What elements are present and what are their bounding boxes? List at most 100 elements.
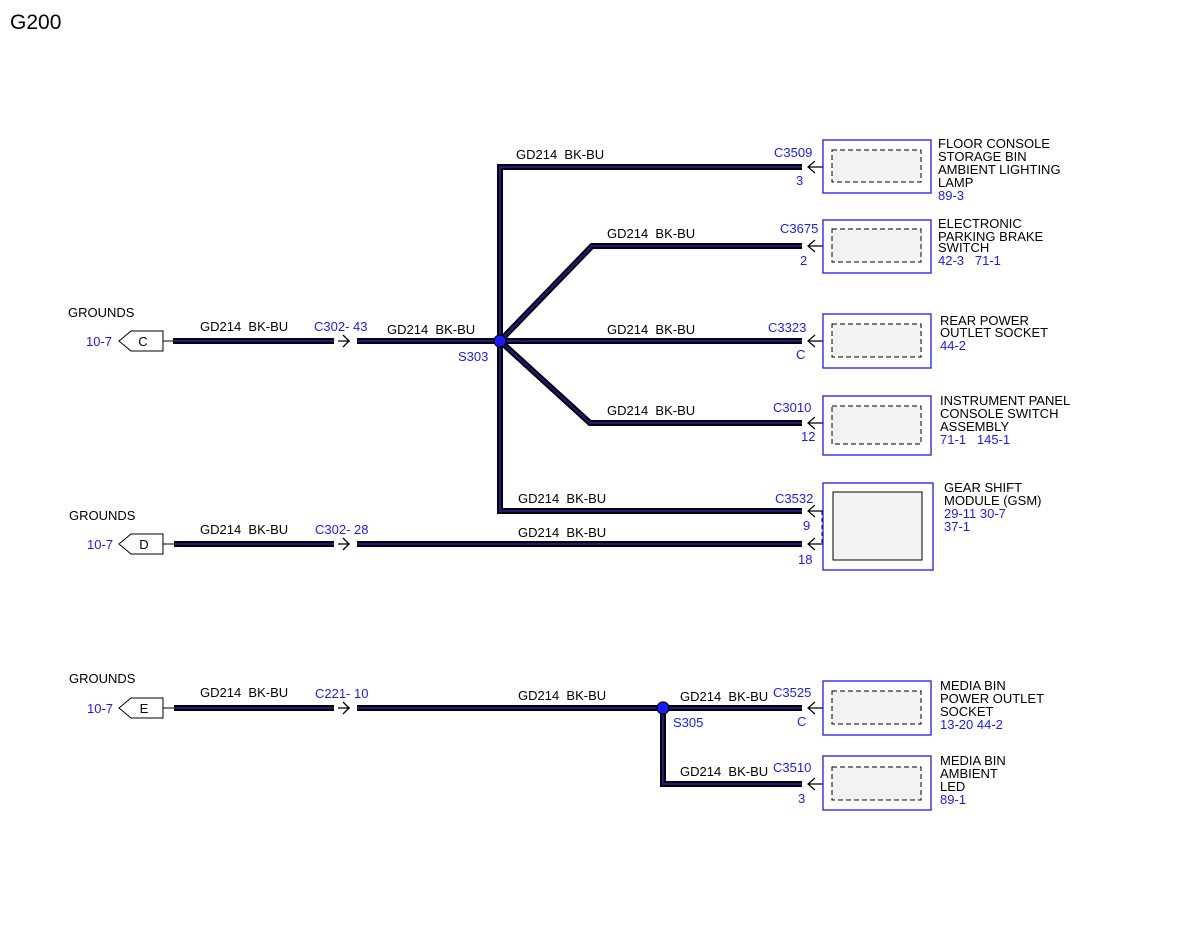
connector-label: C3532 <box>775 491 813 506</box>
connector-label: C3509 <box>774 145 812 160</box>
ground-letter: D <box>139 537 148 552</box>
inline-connector-c302-28: C302- 28 <box>315 522 368 551</box>
component-body <box>831 228 922 263</box>
component-name-line: MODULE (GSM) <box>944 493 1042 508</box>
component-name-line: LED <box>940 779 965 794</box>
splice-label: S303 <box>458 349 488 364</box>
wire-label: GD214 BK-BU <box>387 322 475 337</box>
connector-label: C3525 <box>773 685 811 700</box>
wire-label: GD214 BK-BU <box>200 319 288 334</box>
component-name-line: SWITCH <box>938 240 989 255</box>
component-gear-shift-module: C3532 9 18 GEAR SHIFT MODULE (GSM) 29-11… <box>775 480 1042 571</box>
connector-label: C3010 <box>773 400 811 415</box>
wire-label: GD214 BK-BU <box>200 522 288 537</box>
ground-d: GROUNDS 10-7 D <box>69 508 174 555</box>
ground-ref: 10-7 <box>86 334 112 349</box>
ground-e: GROUNDS 10-7 E <box>69 671 174 719</box>
wire-label: GD214 BK-BU <box>680 689 768 704</box>
wire-s305-to-c3510 <box>660 708 802 787</box>
component-name-line: PARKING BRAKE <box>938 229 1044 244</box>
ground-label: GROUNDS <box>69 508 136 523</box>
ground-label: GROUNDS <box>68 305 135 320</box>
component-media-bin-outlet: C3525 C MEDIA BIN POWER OUTLET SOCKET 13… <box>773 678 1044 736</box>
pin-label: 2 <box>800 253 807 268</box>
component-instrument-panel-switch: C3010 12 INSTRUMENT PANEL CONSOLE SWITCH… <box>773 393 1070 456</box>
inline-connector-c302-43: C302- 43 <box>314 319 367 348</box>
wire-s303-to-c3675 <box>497 243 802 344</box>
component-name-line: REAR POWER <box>940 313 1029 328</box>
component-refs: 13-20 44-2 <box>940 717 1003 732</box>
component-refs: 71-1 145-1 <box>940 432 1010 447</box>
splice-dot-icon <box>493 334 507 348</box>
component-name-line: FLOOR CONSOLE <box>938 136 1050 151</box>
component-body <box>831 405 922 445</box>
inline-connector-arrow-icon <box>338 334 350 348</box>
splice-s305: S305 <box>656 701 703 730</box>
pin-label: 9 <box>803 518 810 533</box>
pin-label: C <box>796 347 805 362</box>
splice-s303: S303 <box>458 334 507 364</box>
component-name-line: ASSEMBLY <box>940 419 1009 434</box>
wire-label: GD214 BK-BU <box>518 688 606 703</box>
ground-letter: E <box>140 701 149 716</box>
pin-label: 3 <box>796 173 803 188</box>
wire-s303-to-c3010 <box>497 338 802 426</box>
pin-label: 3 <box>798 791 805 806</box>
component-body <box>831 690 922 725</box>
wire-label: GD214 BK-BU <box>518 525 606 540</box>
pin-label: C <box>797 714 806 729</box>
pin-label: 18 <box>798 552 812 567</box>
component-name-line: GEAR SHIFT <box>944 480 1022 495</box>
component-name-line: STORAGE BIN <box>938 149 1027 164</box>
component-parking-brake: C3675 2 ELECTRONIC PARKING BRAKE SWITCH … <box>780 216 1044 274</box>
wire-label: GD214 BK-BU <box>607 322 695 337</box>
component-refs: 89-3 <box>938 188 964 203</box>
splice-dot-icon <box>656 701 670 715</box>
wire-label: GD214 BK-BU <box>516 147 604 162</box>
ground-label: GROUNDS <box>69 671 136 686</box>
component-name-line: INSTRUMENT PANEL <box>940 393 1070 408</box>
connector-label: C3675 <box>780 221 818 236</box>
wires <box>173 164 802 787</box>
component-body <box>831 766 922 801</box>
component-name-line: AMBIENT LIGHTING <box>938 162 1061 177</box>
component-floor-console: C3509 3 FLOOR CONSOLE STORAGE BIN AMBIEN… <box>774 136 1061 203</box>
pin-label: 12 <box>801 429 815 444</box>
connector-label: C3323 <box>768 320 806 335</box>
component-name-line: POWER OUTLET <box>940 691 1044 706</box>
component-body <box>831 323 922 358</box>
component-name-line: AMBIENT <box>940 766 998 781</box>
ground-letter: C <box>138 334 147 349</box>
inline-connector-arrow-icon <box>338 701 350 715</box>
inline-connector-c221-10: C221- 10 <box>315 686 368 715</box>
component-name-line: MEDIA BIN <box>940 678 1006 693</box>
component-refs: 44-2 <box>940 338 966 353</box>
component-body <box>832 491 923 561</box>
ground-c: GROUNDS 10-7 C <box>68 305 174 352</box>
component-media-bin-led: C3510 3 MEDIA BIN AMBIENT LED 89-1 <box>773 753 1006 811</box>
wire-s303-to-c3532 <box>497 341 802 514</box>
wire-label: GD214 BK-BU <box>607 226 695 241</box>
connector-label: C3510 <box>773 760 811 775</box>
inline-connector-label: C302- 43 <box>314 319 367 334</box>
component-name-line: MEDIA BIN <box>940 753 1006 768</box>
ground-ref: 10-7 <box>87 701 113 716</box>
component-refs: 37-1 <box>944 519 970 534</box>
component-name-line: OUTLET SOCKET <box>940 325 1048 340</box>
component-refs: 29-11 30-7 <box>944 506 1006 521</box>
component-refs: 42-3 71-1 <box>938 253 1001 268</box>
component-name-line: SOCKET <box>940 704 994 719</box>
inline-connector-label: C221- 10 <box>315 686 368 701</box>
wire-labels: GD214 BK-BU GD214 BK-BU GD214 BK-BU GD21… <box>200 147 768 779</box>
component-refs: 89-1 <box>940 792 966 807</box>
inline-connector-arrow-icon <box>338 537 350 551</box>
component-rear-power-outlet: C3323 C REAR POWER OUTLET SOCKET 44-2 <box>768 313 1048 369</box>
wire-label: GD214 BK-BU <box>607 403 695 418</box>
inline-connector-label: C302- 28 <box>315 522 368 537</box>
component-name-line: LAMP <box>938 175 973 190</box>
wire-label: GD214 BK-BU <box>518 491 606 506</box>
component-name-line: ELECTRONIC <box>938 216 1022 231</box>
wire-label: GD214 BK-BU <box>680 764 768 779</box>
diagram-title: G200 <box>10 11 61 34</box>
